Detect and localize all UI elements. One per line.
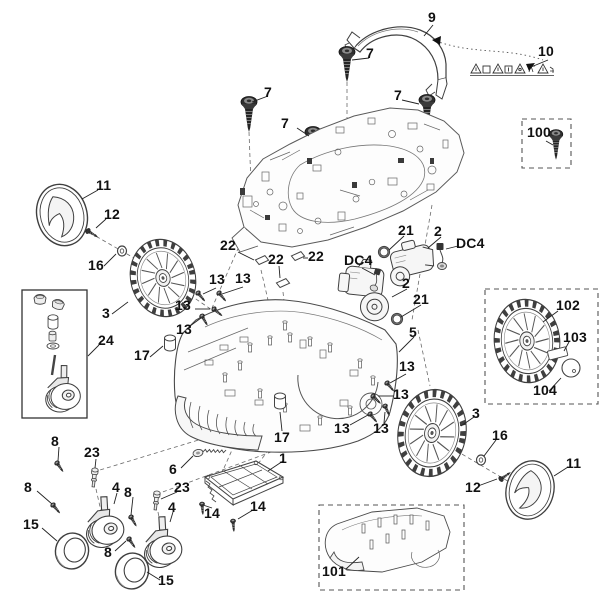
callout-17-2: 17 [274,429,290,445]
screw-8-icon [125,535,138,551]
arrow-to-safety-strip [526,63,535,71]
spare-wheel-box [484,288,599,405]
callout-22-3: 22 [308,248,324,264]
screw-kit-box [521,118,572,169]
callout-14-1: 14 [204,505,220,521]
bushing-16-icon [475,454,487,466]
callout-13-7: 13 [334,420,350,436]
sticker-103-icon [547,346,569,361]
screw-7-icon [338,46,356,83]
callout-8-2: 8 [24,479,32,495]
callout-13-6: 13 [393,386,409,402]
callout-9: 9 [428,9,436,25]
callout-13-1: 13 [209,271,225,287]
screw-13-icon [194,289,208,304]
drive-motor-right [389,239,435,287]
wheel-cover-right [499,455,561,525]
pin-23-icon [89,467,99,488]
callout-14-2: 14 [250,498,266,514]
callout-23-1: 23 [84,444,100,460]
callout-103: 103 [563,329,587,345]
callout-2-2: 2 [402,275,410,291]
wheel-cover-left [29,177,95,253]
callout-7-1: 7 [366,45,374,61]
pin-23-icon [151,490,161,511]
callout-24: 24 [98,332,114,348]
callout-8-1: 8 [51,433,59,449]
pad-22-icon [254,254,270,266]
pad-22-icon [290,250,306,262]
callout-2-1: 2 [434,223,442,239]
callout-102: 102 [556,297,580,313]
screw-8-icon [53,459,66,475]
caster-kit-box [21,289,88,419]
callout-dc4-2: DC4 [344,252,373,268]
drive-wheel-left [122,232,205,324]
callout-3-left: 3 [102,305,110,321]
callout-4-1: 4 [112,479,120,495]
callout-13-3: 13 [175,297,191,313]
screw-14-icon [229,518,238,533]
safety-label-strip [470,63,554,76]
callout-dc4-1: DC4 [456,235,485,251]
callout-10: 10 [538,43,554,59]
callout-101: 101 [322,563,346,579]
callout-5: 5 [409,324,417,340]
callout-4-2: 4 [168,499,176,515]
dc4-connector-right [436,243,447,270]
callout-3-right: 3 [472,405,480,421]
screw-7-icon [240,96,258,133]
screw-12-icon [84,227,101,241]
callout-17-1: 17 [134,347,150,363]
arrow-to-handle [432,36,441,45]
callout-13-2: 13 [235,270,251,286]
ring-21-icon [377,245,391,259]
callout-11-right: 11 [566,455,582,471]
pad-22-icon [275,277,291,289]
reference-dotted-line [435,40,544,61]
callout-leader-lines [36,24,570,581]
cap-17-icon [274,392,286,410]
callout-100: 100 [527,124,551,140]
ring-21-icon [390,312,404,326]
dc4-connector-left [369,268,381,292]
callout-13-8: 13 [373,420,389,436]
callout-8-4: 8 [104,544,112,560]
bushing-16-icon [116,245,128,257]
screw-100-icon [548,129,564,161]
screw-13-icon [215,289,229,304]
callout-21-1: 21 [398,222,414,238]
callout-22-2: 22 [268,251,284,267]
callout-22-1: 22 [220,237,236,253]
callout-13-4: 13 [176,321,192,337]
carry-handle [344,26,448,100]
callout-1: 1 [279,450,287,466]
callout-12-left: 12 [104,206,120,222]
callout-104: 104 [533,382,557,398]
callout-7-2: 7 [264,84,272,100]
callout-23-2: 23 [174,479,190,495]
screw-8-icon [127,513,140,529]
callout-16-right: 16 [492,427,508,443]
callout-15-2: 15 [158,572,174,588]
callout-15-1: 15 [23,516,39,532]
callout-6: 6 [169,461,177,477]
callout-16-left: 16 [88,257,104,273]
spare-chassis-box [318,504,465,591]
callout-7-3: 7 [281,115,289,131]
callout-21-2: 21 [413,291,429,307]
caster-tire-15 [51,529,93,573]
callout-11-left: 11 [96,177,112,193]
cap-17-icon [164,334,176,352]
cap-104-icon [561,358,581,378]
upper-chassis [231,107,465,253]
bottom-tray [203,460,285,507]
callout-7-4: 7 [394,87,402,103]
callout-13-5: 13 [399,358,415,374]
callout-12-right: 12 [465,479,481,495]
callout-8-3: 8 [124,484,132,500]
lower-chassis [173,299,398,453]
spring-6-icon [192,448,227,458]
